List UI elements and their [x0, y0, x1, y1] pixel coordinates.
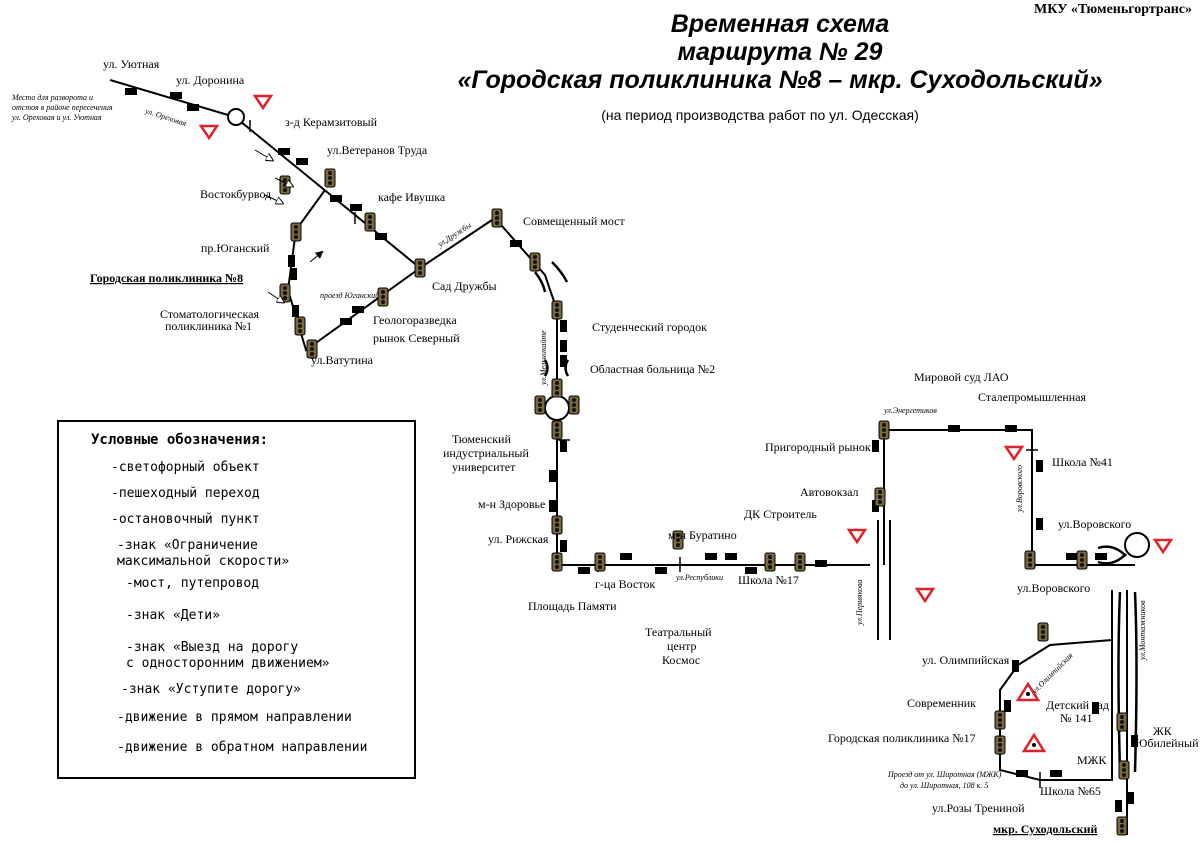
svg-text:Космос: Космос [662, 653, 700, 667]
label-dk: ДК Строитель [744, 507, 817, 521]
legend: Условные обозначения: -светофорный объек… [57, 420, 416, 779]
label-vostok: г-ца Восток [595, 577, 655, 591]
label-geolog: Геологоразведка [373, 313, 457, 327]
label-zhk: ЖК [1153, 724, 1173, 738]
label-sad: Сад Дружбы [432, 279, 497, 293]
label-shkola65: Школа №65 [1040, 784, 1101, 798]
label-ploshchad: Площадь Памяти [528, 599, 617, 613]
label-rizhskaya: ул. Рижская [488, 532, 549, 546]
label-detsad: Детский сад [1046, 698, 1109, 712]
map-title: Временная схема маршрута № 29 «Городская… [400, 10, 1160, 94]
svg-text:Юбилейный: Юбилейный [1135, 736, 1199, 750]
roundabout [227, 108, 245, 126]
svg-text:центр: центр [667, 639, 697, 653]
svg-text:ул. Ореховая и ул. Уютная: ул. Ореховая и ул. Уютная [11, 113, 102, 122]
label-permyakova: ул.Пермякова [855, 580, 864, 626]
label-bolnitsa: Областная больница №2 [590, 362, 715, 376]
label-respubliki: ул.Республики [675, 573, 723, 582]
roundabout [544, 395, 570, 421]
label-avtovokzal: Автовокзал [800, 485, 859, 499]
label-turnaround: Место для разворота и [11, 93, 93, 102]
legend-yield: -знак «Уступите дорогу» [121, 682, 302, 697]
label-prigorodny: Пригородный рынок [765, 440, 871, 454]
roundabout [1124, 532, 1150, 558]
title-line-3: «Городская поликлиника №8 – мкр. Суходол… [457, 66, 1103, 94]
legend-children: -знак «Дети» [126, 608, 220, 623]
svg-text:индустриальный: индустриальный [443, 446, 529, 460]
legend-oneway: -знак «Выезд на дорогу [126, 640, 299, 655]
label-vatutina: ул.Ватутина [311, 353, 374, 367]
label-olimp-it: ул.Олимпийская [1029, 651, 1074, 696]
svg-text:отстоя в районе пересечения: отстоя в районе пересечения [12, 103, 113, 112]
label-shkola17: Школа №17 [738, 573, 799, 587]
label-sovremennik: Современник [907, 696, 976, 710]
map-labels: ул. Уютная ул. Доронина Место для развор… [11, 57, 1199, 836]
label-stalepro: Сталепромышленная [978, 390, 1087, 404]
label-sukhodolsky: мкр. Суходольский [993, 822, 1097, 836]
label-yugansky: пр.Юганский [201, 241, 270, 255]
svg-text:до ул. Широтная, 108 к. 5: до ул. Широтная, 108 к. 5 [900, 781, 988, 790]
direction-arrows [254, 149, 324, 302]
legend-bridge: -мост, путепровод [126, 576, 260, 591]
label-poly8: Городская поликлиника №8 [90, 271, 243, 285]
label-mirovoy: Мировой суд ЛАО [914, 370, 1009, 384]
label-rozy: ул.Розы Трениной [932, 801, 1025, 815]
label-poly17: Городская поликлиника №17 [828, 731, 976, 745]
legend-traffic-light: -светофорный объект [111, 460, 260, 475]
label-buratino: м-н Буратино [668, 528, 737, 542]
org-name: МКУ «Тюменьгортранс» [1034, 2, 1192, 17]
legend-title: Условные обозначения: [91, 432, 269, 448]
label-shkola41: Школа №41 [1052, 455, 1113, 469]
label-zdorovye: м-н Здоровье [478, 497, 545, 511]
svg-text:№ 141: № 141 [1060, 711, 1092, 725]
label-teatr: Театральный [645, 625, 712, 639]
label-most: Совмещенный мост [523, 214, 625, 228]
title-line-2: маршрута № 29 [677, 38, 883, 66]
map-subtitle: (на период производства работ по ул. Оде… [601, 107, 919, 123]
legend-stop: -остановочный пункт [111, 512, 260, 527]
label-olimp: ул. Олимпийская [922, 653, 1010, 667]
legend-forward: -движение в прямом направлении [117, 710, 352, 725]
yield-sign [198, 94, 1174, 604]
label-mzhk: МЖК [1077, 753, 1107, 767]
legend-crossing: -пешеходный переход [111, 486, 260, 501]
label-energetikov: ул.Энергетиков [883, 406, 937, 415]
label-doronina: ул. Доронина [176, 73, 245, 87]
bridge [534, 261, 1138, 773]
svg-text:поликлиника №1: поликлиника №1 [165, 319, 252, 333]
label-montazhnikov: ул.Монтажников [1138, 600, 1147, 661]
label-vorovskogo-it: ул.Воровского [1015, 465, 1024, 513]
label-proezd: Проезд от ул. Широтная (МЖК) [887, 770, 1002, 779]
title-line-1: Временная схема [670, 10, 890, 38]
label-proezd-yug: проезд Юганский [320, 291, 379, 300]
label-tiu: Тюменский [452, 432, 511, 446]
label-vostokburvod: Востокбурвод [200, 187, 271, 201]
legend-speed-limit: -знак «Ограничение [117, 538, 258, 553]
bus-stop [125, 88, 1138, 812]
label-melnikaite: ул.Мельникайте [539, 330, 548, 386]
label-vorovskogo-2: ул.Воровского [1017, 581, 1090, 595]
label-vorovskogo-1: ул.Воровского [1058, 517, 1131, 531]
label-ivushka: кафе Ивушка [378, 190, 446, 204]
label-uyutnaya: ул. Уютная [103, 57, 160, 71]
label-student: Студенческий городок [592, 320, 707, 334]
label-rynok: рынок Северный [373, 331, 460, 345]
children-sign [1015, 681, 1047, 753]
label-keramzit: з-д Керамзитовый [285, 115, 378, 129]
label-orekhovaya: ул. Ореховая [143, 106, 187, 128]
label-veteranov: ул.Ветеранов Труда [327, 143, 428, 157]
label-stomat: Стоматологическая [160, 307, 259, 321]
legend-backward: -движение в обратном направлении [117, 740, 368, 755]
svg-text:университет: университет [452, 460, 516, 474]
